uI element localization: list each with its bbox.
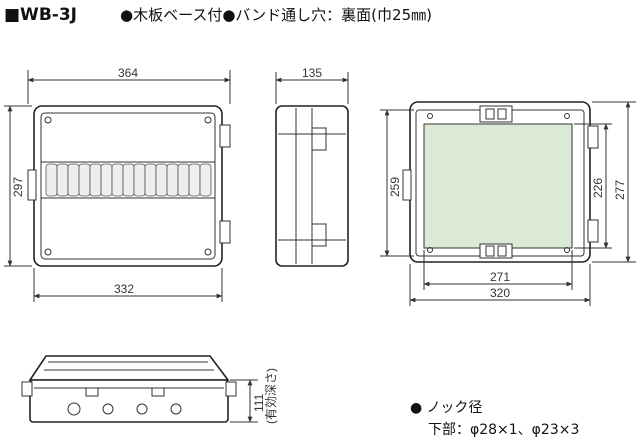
- dim-back-inner-width: 271: [490, 270, 510, 284]
- wood-base-panel: [423, 123, 573, 249]
- dim-back-total-height: 277: [613, 180, 627, 200]
- back-view: 259 226 277 271 320: [380, 101, 636, 306]
- dim-back-inner-height: 259: [388, 177, 402, 197]
- back-hinge-bottom: [587, 219, 599, 243]
- dim-bottom-effective-depth: 111: [252, 393, 266, 412]
- front-hinge-bottom: [219, 220, 231, 244]
- back-latch-left: [402, 169, 412, 201]
- band-slot-top: [479, 105, 513, 123]
- dim-back-total-width: 320: [490, 286, 510, 300]
- bottom-body: [29, 379, 229, 423]
- dim-back-band-height: 226: [591, 178, 605, 198]
- front-latch-left: [27, 169, 37, 201]
- bottom-view: 111 (有効深さ): [21, 355, 278, 424]
- dim-front-height: 297: [11, 177, 25, 197]
- knockout-hole-23-b: [136, 403, 148, 415]
- dim-bottom-effective-depth-note: (有効深さ): [263, 368, 278, 424]
- side-view: 135: [275, 66, 349, 267]
- front-hinge-top: [219, 124, 231, 148]
- feature-description: ●木板ベース付●バンド通し穴：裏面(巾25㎜): [120, 6, 432, 24]
- breaker-ribs: [45, 163, 212, 197]
- knockout-title: ● ノック径: [410, 400, 482, 416]
- band-slot-bottom: [479, 243, 513, 259]
- front-view: 364 332 297: [4, 66, 231, 302]
- knockout-hole-23-c: [170, 403, 182, 415]
- side-hinge-bottom: [311, 223, 327, 247]
- dim-front-width-bottom: 332: [114, 282, 134, 296]
- dim-front-width-top: 364: [118, 66, 138, 80]
- back-hinge-top: [587, 125, 599, 149]
- side-hinge-top: [311, 127, 327, 151]
- knockout-hole-28: [67, 402, 81, 416]
- knockout-detail: 下部：φ28×1、φ23×3: [428, 422, 579, 438]
- model-title: ■WB-3J: [4, 5, 77, 25]
- dim-side-depth: 135: [302, 66, 322, 80]
- knockout-hole-23-a: [102, 403, 114, 415]
- bottom-lid: [28, 355, 230, 381]
